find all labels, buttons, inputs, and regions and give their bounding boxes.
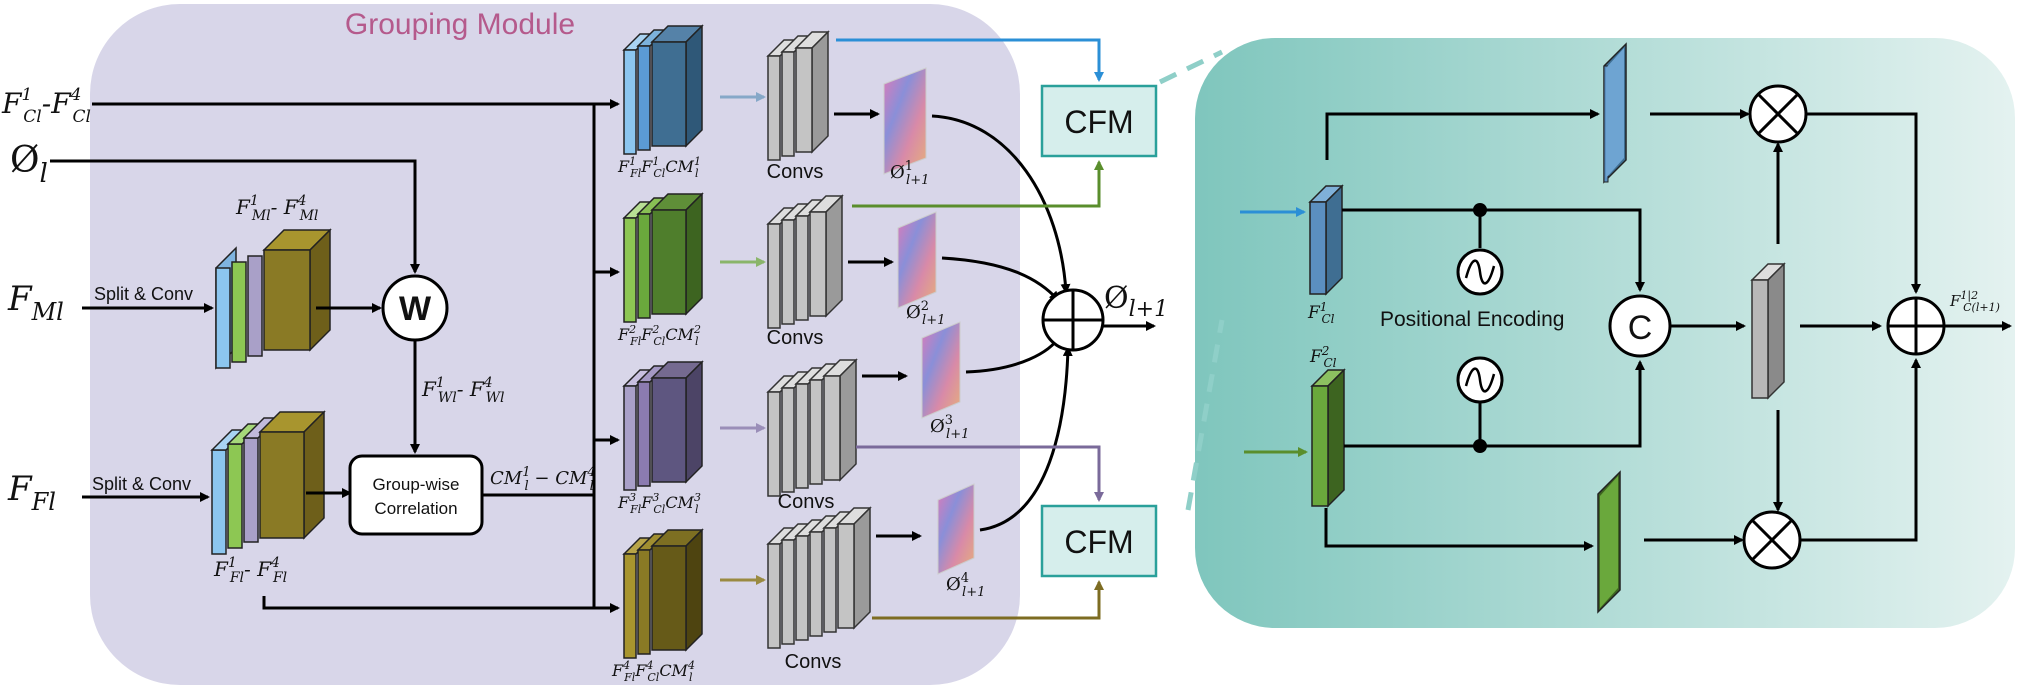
- map4-to-sum-curve: [979, 346, 1073, 532]
- cfm-box-top: [1040, 84, 1158, 158]
- multiply-node-top-cross2: [1756, 92, 1800, 136]
- ffl-bottom-line: [262, 596, 594, 610]
- cfm-box-bottom: [1040, 504, 1158, 578]
- split-conv-label-ffl: Split & Conv: [92, 474, 191, 494]
- cfm-box-top-label: CFM: [1064, 104, 1133, 140]
- phi-next-label: Øl+1: [1104, 281, 1168, 322]
- mult-bottom-to-sum: [1800, 358, 1921, 542]
- groupwise-line2: Correlation: [374, 499, 457, 518]
- cfm-gray-block: [1750, 262, 1786, 400]
- branch2-disparity-map: [897, 211, 937, 309]
- mult-top-to-sum: [1806, 112, 1921, 294]
- cfm-fcl2-to-concat: [1344, 360, 1645, 448]
- cfm-fcl1-block: [1308, 184, 1344, 296]
- w-node-label: W: [399, 290, 432, 328]
- cfm-fcl1-to-concat: [1342, 208, 1645, 292]
- green-feed-to-cfm-top: [852, 160, 1104, 208]
- zoom-dashed-line-top: [1158, 49, 1224, 85]
- cfm-top-blue-block: [1603, 42, 1627, 184]
- phi-to-w-arrow: [50, 159, 420, 274]
- input-ffl-label: FFl: [7, 469, 56, 516]
- branch2-convs-label: Convs: [767, 327, 824, 349]
- zoom-dashed-line-bottom: [1185, 319, 1225, 511]
- branch4-convs-stack: [766, 506, 872, 649]
- branch3-convs-label: Convs: [778, 491, 835, 513]
- grouping-module-title: Grouping Module: [345, 8, 575, 41]
- branch1-convs-stack: [766, 30, 830, 161]
- map1-to-sum-curve: [931, 114, 1071, 294]
- cfm-detail-panel: [1195, 38, 2015, 628]
- branch4-feature-stack: [622, 528, 704, 659]
- cfm-box-bottom-label: CFM: [1064, 524, 1133, 560]
- branch2-convs-stack: [766, 194, 844, 329]
- branch3-feature-stack: [622, 360, 704, 491]
- ffl-feature-stack: [210, 410, 326, 555]
- branch4-convs-label: Convs: [785, 651, 842, 673]
- input-phi-label: Øl: [10, 140, 48, 189]
- blue-feed-to-cfm-top: [836, 38, 1104, 82]
- branch2-feature-stack: [622, 192, 704, 323]
- input-fml-label: FMl: [7, 279, 64, 326]
- branch1-feature-stack: [622, 24, 704, 155]
- pe-sine-wave-top: [1464, 259, 1496, 285]
- split-conv-label-fml: Split & Conv: [94, 284, 193, 304]
- multiply-node-bottom-cross2: [1750, 518, 1794, 562]
- branch1-convs-label: Convs: [767, 161, 824, 183]
- cfm-fcl1-to-top-block: [1325, 109, 1600, 160]
- olive-feed-to-cfm-bottom: [872, 580, 1104, 620]
- pe-sine-wave-bottom: [1464, 367, 1496, 393]
- groupwise-correlation-box: [348, 454, 484, 536]
- cfm-fcl2-to-bottom-block: [1324, 508, 1594, 551]
- branch3-convs-stack: [766, 358, 858, 497]
- groupwise-line1: Group-wise: [373, 475, 460, 494]
- positional-encoding-label: Positional Encoding: [1380, 308, 1564, 331]
- branch1-disparity-map: [883, 67, 927, 175]
- branch3-disparity-map: [921, 321, 961, 419]
- fml-feature-stack: [215, 228, 332, 370]
- cfm-bottom-green-block: [1597, 470, 1621, 614]
- concat-node-label: C: [1628, 309, 1653, 347]
- branch4-disparity-map: [937, 483, 975, 575]
- map2-to-sum-curve: [941, 256, 1060, 302]
- purple-feed-to-cfm-bottom: [856, 445, 1104, 502]
- cfm-fcl2-block: [1310, 368, 1346, 508]
